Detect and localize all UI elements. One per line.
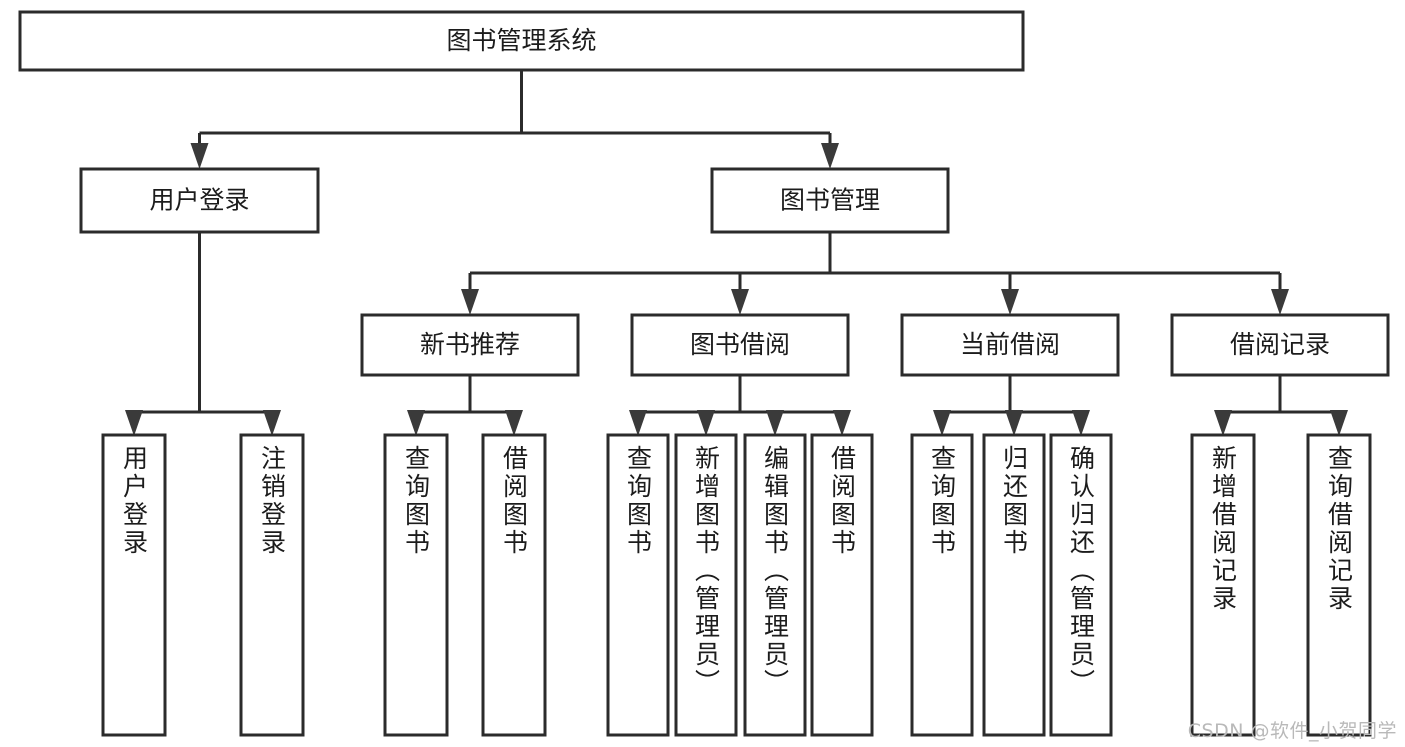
arrow-head-icon xyxy=(629,410,647,436)
node-box-leaf-12[interactable] xyxy=(1306,433,1372,737)
node-box-leaf-8[interactable] xyxy=(910,433,974,737)
arrow-head-icon xyxy=(1271,289,1289,315)
node-label-level3-0: 新书推荐 xyxy=(420,330,520,359)
arrow-head-icon xyxy=(1001,289,1019,315)
node-label-level3-3: 借阅记录 xyxy=(1230,330,1330,359)
node-box-leaf-7[interactable] xyxy=(810,433,874,737)
arrow-head-icon xyxy=(731,289,749,315)
node-box-leaf-5[interactable] xyxy=(674,433,738,737)
node-box-level2-1[interactable] xyxy=(710,167,950,234)
node-box-leaf-10[interactable] xyxy=(1049,433,1113,737)
connector-layer xyxy=(125,70,1348,436)
node-box-leaf-6[interactable] xyxy=(743,433,807,737)
node-box-leaf-11[interactable] xyxy=(1190,433,1256,737)
arrow-head-icon xyxy=(505,410,523,436)
node-box-root[interactable] xyxy=(18,10,1025,72)
node-label-level2-0: 用户登录 xyxy=(149,186,249,215)
node-box-leaf-4[interactable] xyxy=(606,433,670,737)
arrow-head-icon xyxy=(697,410,715,436)
node-box-leaf-3[interactable] xyxy=(481,433,547,737)
node-box-level3-2[interactable] xyxy=(900,313,1120,377)
arrow-head-icon xyxy=(1330,410,1348,436)
arrow-head-icon xyxy=(1214,410,1232,436)
node-box-leaf-2[interactable] xyxy=(383,433,449,737)
node-box-layer xyxy=(18,10,1390,737)
arrow-head-icon xyxy=(190,143,209,169)
arrow-head-icon xyxy=(407,410,425,436)
node-label-root: 图书管理系统 xyxy=(446,26,596,55)
node-box-leaf-0[interactable] xyxy=(101,433,167,737)
node-label-level3-2: 当前借阅 xyxy=(960,330,1060,359)
node-box-level3-1[interactable] xyxy=(630,313,850,377)
arrow-head-icon xyxy=(461,289,479,315)
node-box-leaf-1[interactable] xyxy=(239,433,305,737)
node-box-level2-0[interactable] xyxy=(79,167,320,234)
arrow-head-icon xyxy=(1072,410,1090,436)
node-label-level3-1: 图书借阅 xyxy=(690,330,790,359)
node-label-level2-1: 图书管理 xyxy=(780,186,880,215)
arrow-head-icon xyxy=(766,410,784,436)
node-box-level3-3[interactable] xyxy=(1170,313,1390,377)
arrow-head-icon xyxy=(1005,410,1023,436)
arrow-head-icon xyxy=(125,410,143,436)
arrow-head-icon xyxy=(833,410,851,436)
node-box-leaf-9[interactable] xyxy=(982,433,1046,737)
arrow-head-icon xyxy=(821,143,839,169)
arrow-head-icon xyxy=(263,410,281,436)
csdn-watermark: CSDN @软件_小贺同学 xyxy=(1187,720,1397,742)
arrow-head-icon xyxy=(933,410,951,436)
node-box-level3-0[interactable] xyxy=(360,313,580,377)
